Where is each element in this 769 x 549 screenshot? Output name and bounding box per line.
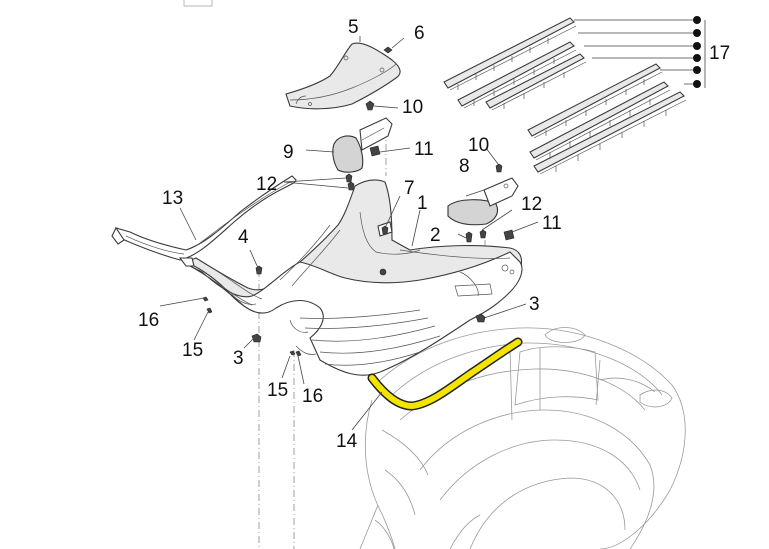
scooter-body (359, 327, 686, 549)
frame-tab (183, 0, 213, 7)
callout-12a: 12 (256, 174, 277, 195)
callout-11a: 11 (414, 139, 434, 160)
callout-11b: 11 (542, 213, 562, 234)
callouts: 5 6 10 9 11 12 7 1 10 8 12 2 11 3 13 4 1… (138, 17, 730, 452)
cap-part-9 (332, 117, 393, 173)
trim-strip-part-13 (111, 175, 297, 267)
callout-3b: 3 (233, 348, 244, 369)
callout-17: 17 (709, 43, 730, 64)
callout-8: 8 (459, 156, 470, 177)
callout-15b: 15 (267, 380, 288, 401)
callout-12b: 12 (521, 194, 542, 215)
callout-6: 6 (414, 23, 425, 44)
callout-1: 1 (417, 193, 428, 214)
edge-strip-part-14 (367, 337, 523, 411)
callout-9: 9 (283, 142, 294, 163)
floor-panel-part-1 (184, 179, 523, 376)
callout-3a: 3 (529, 294, 540, 315)
callout-13: 13 (162, 188, 183, 209)
rubber-strips-part-17 (443, 17, 687, 175)
callout-16a: 16 (138, 310, 159, 331)
cap-part-8 (447, 177, 519, 226)
callout-5: 5 (348, 17, 359, 38)
part-17-dots (693, 16, 701, 88)
cover-part-5 (285, 42, 401, 110)
hardware (202, 46, 515, 357)
leader-lines (159, 19, 706, 431)
callout-2: 2 (430, 225, 441, 246)
callout-10b: 10 (468, 135, 489, 156)
callout-14: 14 (336, 431, 358, 452)
callout-7: 7 (404, 178, 415, 199)
callout-4: 4 (238, 227, 249, 248)
callout-16b: 16 (302, 386, 323, 407)
callout-10a: 10 (402, 97, 423, 118)
callout-15a: 15 (182, 340, 203, 361)
